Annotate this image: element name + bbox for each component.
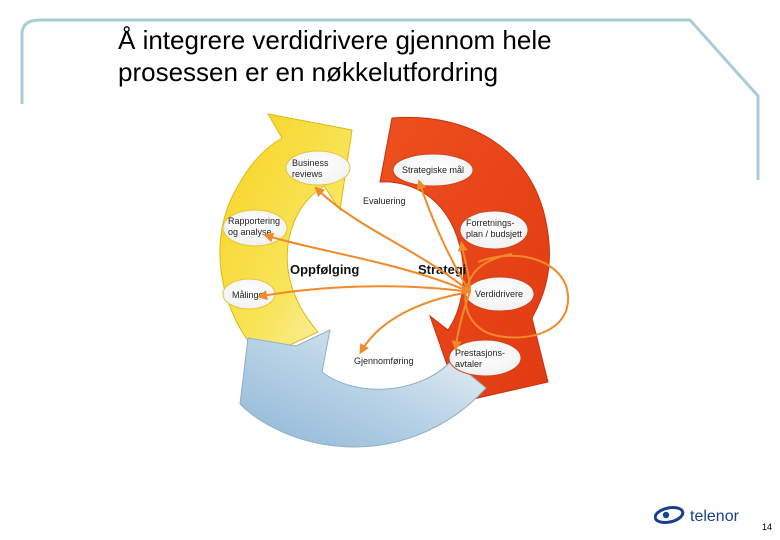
connector-to-business-reviews	[314, 186, 471, 293]
connector-to-prestasjonsavtaler	[451, 291, 471, 351]
label-business-reviews-1: Business	[292, 158, 329, 168]
highlight-circle	[464, 253, 570, 339]
telenor-wordmark: telenor	[690, 508, 740, 525]
label-verdidrivere: Verdidrivere	[475, 289, 523, 299]
blue-arrow-body	[239, 329, 487, 448]
title-line-1: Å integrere verdidrivere gjennom hele	[118, 25, 552, 55]
oval-prestasjonsavtaler	[448, 339, 522, 377]
title-line-2: prosessen er en nøkkelutfordring	[118, 57, 499, 87]
label-malinger: Målinger	[232, 290, 267, 300]
label-forretnings-1: Forretnings-	[466, 218, 515, 228]
slide-title: Å integrere verdidrivere gjennom hele pr…	[118, 24, 678, 88]
oval-business-reviews	[285, 150, 351, 186]
label-oppfolging: Oppfølging	[290, 262, 359, 277]
label-forretnings-2: plan / budsjett	[466, 229, 523, 239]
label-strategiske-mal: Strategiske mål	[402, 165, 464, 175]
telenor-logo: telenor	[653, 502, 764, 528]
oval-strategiske-mal	[392, 153, 474, 187]
connector-to-strategiske-mal	[416, 179, 471, 293]
telenor-mark-icon: telenor	[653, 506, 740, 525]
label-business-reviews-2: reviews	[292, 169, 323, 179]
page-number: 14	[762, 522, 773, 532]
label-gjennomforing: Gjennomføring	[354, 356, 414, 366]
connector-to-malinger	[257, 285, 471, 301]
connector-to-forretningsplan	[457, 241, 471, 293]
connector-lines	[257, 179, 471, 355]
label-evaluering: Evaluering	[363, 196, 406, 206]
label-prestasjons-1: Prestasjons-	[455, 348, 505, 358]
label-prestasjons-2: avtaler	[455, 359, 482, 369]
oval-forretningsplan	[459, 210, 529, 250]
label-rapportering-2: og analyse	[228, 227, 272, 237]
connector-to-gjennomforing	[359, 291, 471, 355]
connector-to-rapportering	[263, 232, 471, 293]
label-rapportering-1: Rapportering	[228, 216, 280, 226]
